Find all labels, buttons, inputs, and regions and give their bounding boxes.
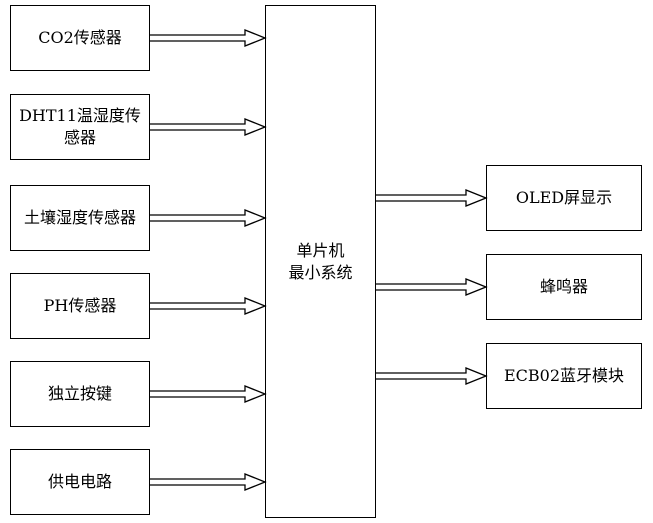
input-box-independent-keys: 独立按键 — [10, 361, 150, 427]
input-box-soil-moisture-sensor: 土壤湿度传感器 — [10, 185, 150, 251]
arrow-ph-to-mcu — [150, 297, 267, 315]
input-label-soil-moisture-sensor: 土壤湿度传感器 — [23, 208, 136, 227]
arrow-dht11-to-mcu — [150, 118, 267, 136]
arrow-soil-to-mcu — [150, 209, 267, 227]
arrow-mcu-to-oled — [376, 189, 488, 207]
output-label-oled-display: OLED屏显示 — [515, 188, 613, 207]
output-box-bluetooth-module: ECB02蓝牙模块 — [486, 343, 642, 409]
arrow-keys-to-mcu — [150, 385, 267, 403]
input-label-co2-sensor: CO2传感器 — [38, 28, 122, 47]
input-label-ph-sensor: PH传感器 — [43, 296, 117, 315]
input-label-independent-keys: 独立按键 — [47, 384, 112, 403]
mcu-box: 单片机 最小系统 — [265, 5, 376, 518]
input-box-ph-sensor: PH传感器 — [10, 273, 150, 339]
input-label-dht11-sensor: DHT11温湿度传 感器 — [19, 106, 141, 147]
input-box-power-supply-circuit: 供电电路 — [10, 449, 150, 515]
mcu-label: 单片机 最小系统 — [288, 240, 353, 282]
output-label-bluetooth-module: ECB02蓝牙模块 — [503, 366, 625, 385]
input-label-power-supply-circuit: 供电电路 — [47, 472, 112, 491]
arrow-mcu-to-buzzer — [376, 278, 488, 296]
output-box-oled-display: OLED屏显示 — [486, 165, 642, 231]
arrow-mcu-to-bluetooth — [376, 367, 488, 385]
arrow-power-to-mcu — [150, 473, 267, 491]
output-label-buzzer: 蜂鸣器 — [539, 277, 588, 296]
input-box-dht11-sensor: DHT11温湿度传 感器 — [10, 94, 150, 160]
input-box-co2-sensor: CO2传感器 — [10, 5, 150, 71]
output-box-buzzer: 蜂鸣器 — [486, 254, 642, 320]
arrow-co2-to-mcu — [150, 29, 267, 47]
